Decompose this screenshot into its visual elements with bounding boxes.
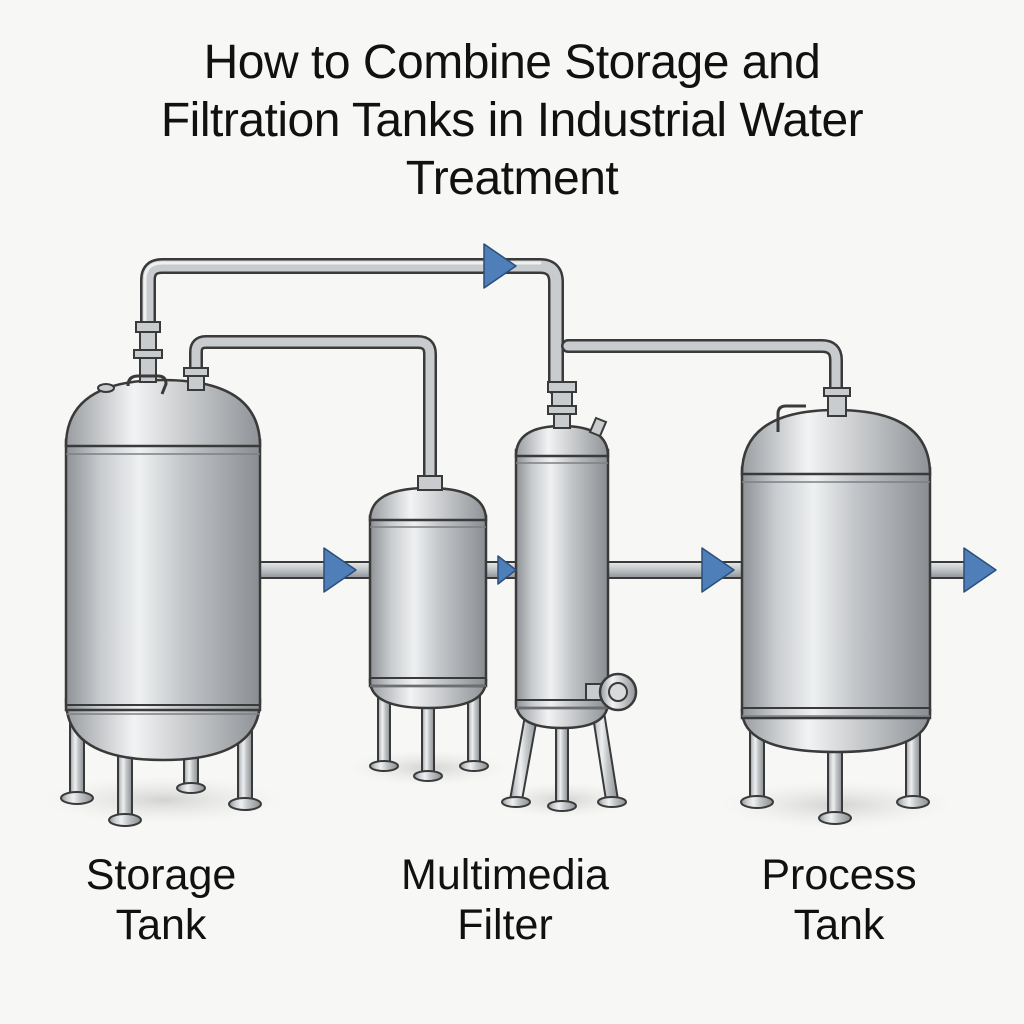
title-line: Treatment [405, 152, 619, 205]
process-tank-label: Process Tank [709, 850, 969, 950]
flow-arrows [323, 243, 997, 593]
process-tank [740, 387, 932, 825]
pre-filter-vessel [368, 475, 489, 782]
label-line: Tank [793, 901, 885, 949]
overhead-pipe-secondary [189, 335, 437, 489]
flow-arrow-icon [963, 547, 997, 593]
multimedia-filter-label: Multimedia Filter [375, 850, 635, 950]
drain-valve-icon [585, 672, 638, 712]
storage-tank-label: Storage Tank [31, 850, 291, 950]
label-line: Process [761, 851, 917, 899]
storage-tank-shadow [43, 776, 283, 824]
title-line: Filtration Tanks in Industrial Water [160, 94, 864, 147]
overhead-pipe-process [561, 339, 843, 403]
overhead-pipe-main [140, 258, 564, 396]
storage-tank [60, 321, 262, 827]
multimedia-filter [501, 381, 638, 812]
flow-arrow-icon [323, 547, 357, 593]
flow-arrow-icon [483, 243, 517, 289]
label-line: Filter [457, 901, 553, 949]
title-line: How to Combine Storage and [203, 36, 821, 89]
label-line: Storage [85, 851, 237, 899]
flow-arrow-icon [497, 555, 517, 585]
diagram-title: How to Combine Storage and Filtration Ta… [40, 34, 984, 208]
label-line: Tank [115, 901, 207, 949]
label-line: Multimedia [401, 851, 609, 899]
flow-arrow-icon [701, 547, 735, 593]
